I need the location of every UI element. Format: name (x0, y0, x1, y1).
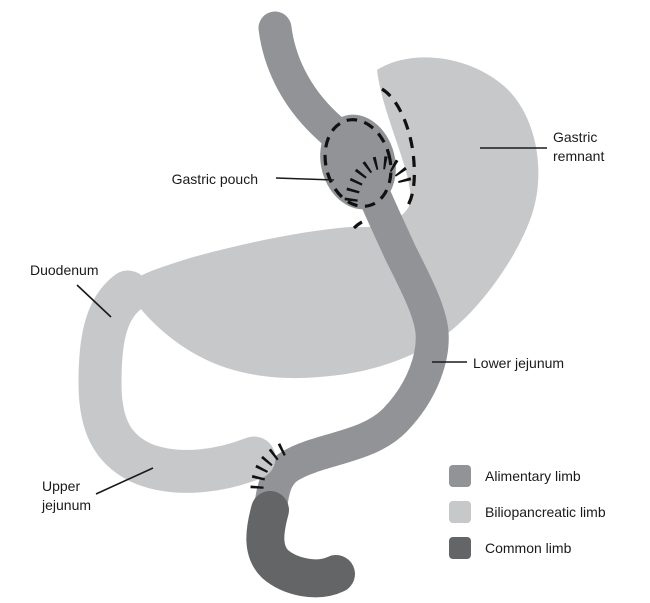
legend: Alimentary limb Biliopancreatic limb Com… (449, 465, 606, 573)
alimentary-limb-swatch (449, 465, 471, 487)
alimentary-limb-shape (253, 11, 449, 532)
gastrojejunostomy-stitches (344, 156, 412, 203)
biliopancreatic-limb-label: Biliopancreatic limb (485, 504, 606, 520)
lower-jejunum-label: Lower jejunum (473, 355, 565, 371)
gastric-pouch-label: Gastric pouch (171, 171, 258, 187)
common-limb-shape (246, 491, 355, 598)
duodenum-label: Duodenum (30, 262, 99, 278)
common-limb-label: Common limb (485, 540, 572, 556)
upper-jejunum-leader-line (95, 467, 154, 495)
biliopancreatic-limb-shape (78, 270, 276, 493)
alimentary-limb-label: Alimentary limb (485, 468, 581, 484)
gastric-remnant-shape (129, 57, 539, 379)
duodenum-leader-line (76, 284, 112, 318)
legend-item-alimentary: Alimentary limb (449, 465, 606, 487)
common-limb-swatch (449, 537, 471, 559)
biliopancreatic-limb-swatch (449, 501, 471, 523)
gastric-pouch-dashed-outline (323, 118, 393, 208)
gastric-remnant-label: Gastric remnant (553, 129, 605, 164)
legend-item-common: Common limb (449, 537, 606, 559)
upper-jejunum-label: Upper jejunum (42, 478, 92, 513)
gastric-pouch-shape (320, 114, 396, 210)
legend-item-biliopancreatic: Biliopancreatic limb (449, 501, 606, 523)
staple-line-remnant-dashed (381, 87, 416, 208)
gastric-pouch-leader-line (275, 177, 335, 181)
